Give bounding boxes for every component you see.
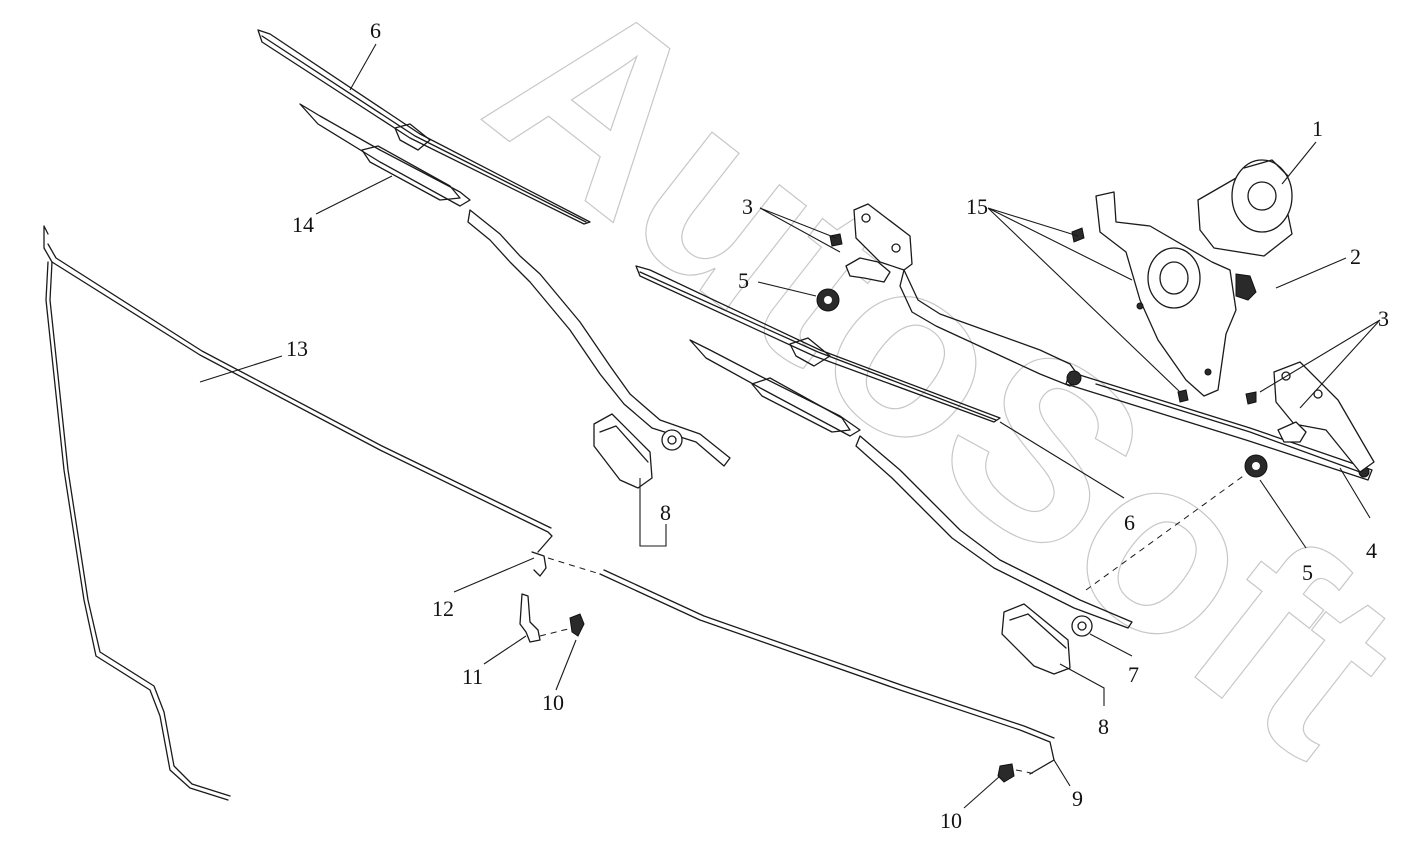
callout-9: 9 bbox=[1072, 786, 1083, 811]
callout-1: 1 bbox=[1312, 116, 1323, 141]
callout-14: 14 bbox=[292, 212, 314, 237]
nozzle-dash bbox=[1015, 769, 1037, 775]
pivot-nut-upper bbox=[816, 288, 840, 312]
callout-12: 12 bbox=[432, 596, 454, 621]
wiper-motor bbox=[1197, 159, 1293, 257]
bracket-dash bbox=[539, 627, 573, 637]
wiper-blade-top bbox=[257, 29, 591, 225]
callout-10-right: 10 bbox=[940, 808, 962, 833]
callout-8-left: 8 bbox=[660, 500, 671, 525]
wiper-arm-right bbox=[689, 339, 1133, 637]
callout-10-left: 10 bbox=[542, 690, 564, 715]
pivot-housing-right bbox=[1273, 361, 1375, 473]
mounting-bolts bbox=[829, 227, 1257, 405]
motor-bracket bbox=[1095, 191, 1257, 397]
callout-3-left: 3 bbox=[742, 194, 753, 219]
callout-8-right: 8 bbox=[1098, 714, 1109, 739]
callout-6-middle: 6 bbox=[1124, 510, 1135, 535]
callout-2: 2 bbox=[1350, 244, 1361, 269]
arm-cap-right bbox=[1001, 603, 1071, 675]
callout-3-right: 3 bbox=[1378, 306, 1389, 331]
leader-lines bbox=[199, 43, 1381, 809]
callout-13: 13 bbox=[286, 336, 308, 361]
callout-5-lower: 5 bbox=[1302, 560, 1313, 585]
callout-4: 4 bbox=[1366, 538, 1377, 563]
linkage-rod bbox=[1065, 370, 1373, 481]
seal-joint-line bbox=[547, 557, 601, 575]
pivot-nut-lower bbox=[1244, 454, 1268, 478]
nozzle-bracket bbox=[519, 593, 541, 643]
callout-15: 15 bbox=[966, 194, 988, 219]
seal-clip bbox=[531, 551, 547, 577]
callout-11: 11 bbox=[462, 664, 483, 689]
washer-nozzle-left bbox=[569, 613, 585, 637]
callout-6-top: 6 bbox=[370, 18, 381, 43]
callout-5-upper: 5 bbox=[738, 268, 749, 293]
callout-7: 7 bbox=[1128, 662, 1139, 687]
wiper-blade-middle bbox=[635, 265, 1001, 423]
arm-cap-left bbox=[593, 413, 653, 489]
wiper-arm-left bbox=[299, 103, 731, 467]
washer-nozzle-right bbox=[997, 763, 1015, 783]
